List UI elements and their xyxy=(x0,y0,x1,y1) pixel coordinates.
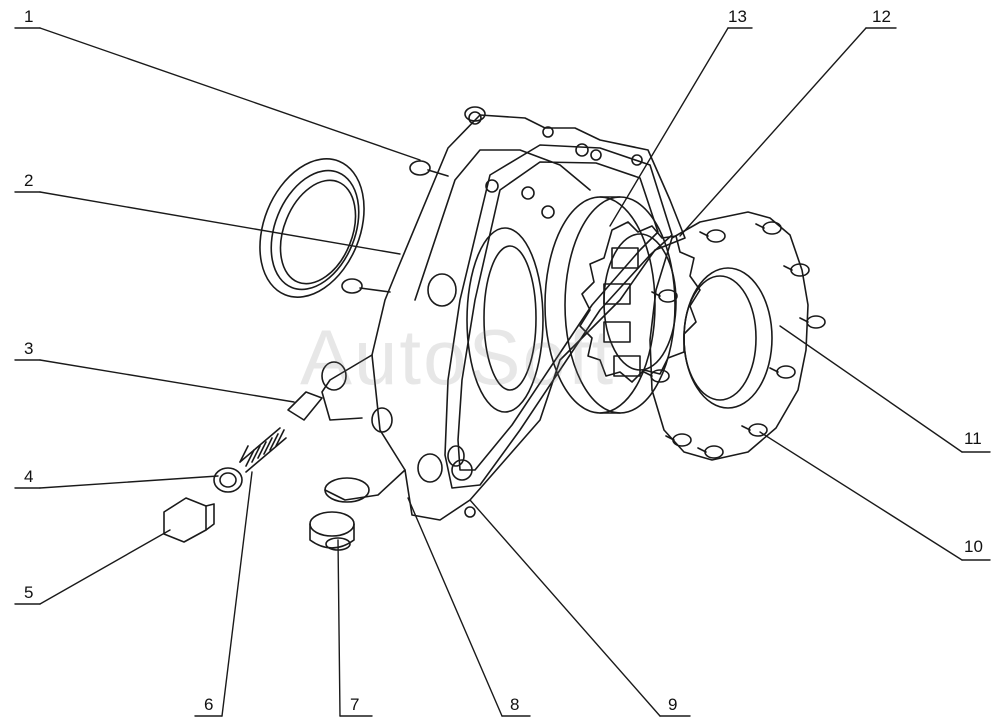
callout-2: 2 xyxy=(24,171,34,190)
watermark: AutoSoft xyxy=(300,313,616,401)
callout-6: 6 xyxy=(204,695,214,714)
callout-8: 8 xyxy=(510,695,520,714)
valve-washer xyxy=(213,467,243,493)
callout-9: 9 xyxy=(668,695,678,714)
housing-bore xyxy=(466,227,544,413)
nipple-cap xyxy=(309,511,355,551)
cover-flange xyxy=(649,211,809,461)
callout-3: 3 xyxy=(24,339,34,358)
callout-13: 13 xyxy=(728,7,747,26)
leader-lines xyxy=(14,27,991,717)
cover-bolts xyxy=(643,221,826,459)
valve-plug xyxy=(163,497,215,543)
housing-bolts xyxy=(341,106,486,294)
valve-spring xyxy=(239,427,287,473)
callout-12: 12 xyxy=(872,7,891,26)
callout-5: 5 xyxy=(24,583,34,602)
callout-7: 7 xyxy=(350,695,360,714)
callout-11: 11 xyxy=(964,429,982,448)
callout-4: 4 xyxy=(24,467,34,486)
callout-10: 10 xyxy=(964,537,983,556)
gasket xyxy=(444,143,673,489)
pump-housing xyxy=(321,111,686,521)
callout-1: 1 xyxy=(24,7,34,26)
valve-plunger xyxy=(287,361,347,421)
